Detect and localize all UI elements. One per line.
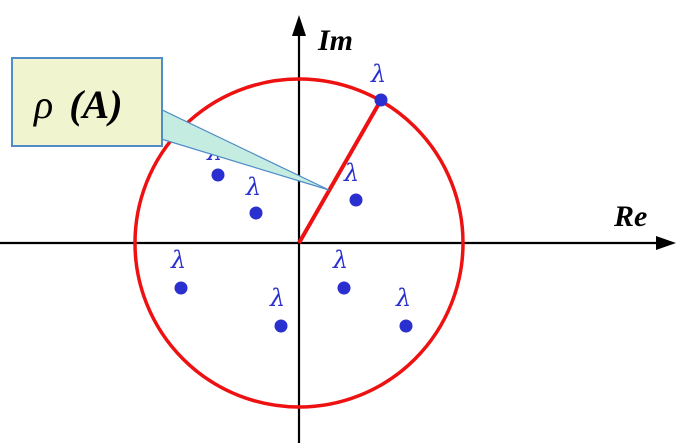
spectral-radius-callout: ρ (A) — [11, 57, 330, 191]
real-axis-label: Re — [613, 200, 647, 233]
callout-pointer — [157, 107, 330, 191]
eigenvalue-dot — [274, 319, 288, 333]
eigenvalue-label: λ — [269, 284, 285, 312]
real-axis-arrowhead — [656, 236, 676, 250]
rho-symbol: ρ — [32, 82, 53, 127]
eigenvalue-dot — [337, 281, 351, 295]
eigenvalue: λ — [332, 246, 351, 295]
eigenvalue-label: λ — [395, 284, 411, 312]
eigenvalue: λ — [343, 159, 363, 207]
eigenvalue-label: λ — [343, 159, 359, 187]
eigenvalue-label: λ — [370, 60, 386, 88]
eigenvalue: λ — [370, 60, 388, 107]
callout-box — [11, 57, 163, 147]
matrix-argument: (A) — [69, 82, 122, 127]
eigenvalue-label: λ — [332, 246, 348, 274]
eigenvalue-label: λ — [245, 173, 261, 201]
eigenvalue-dot — [374, 93, 388, 107]
eigenvalue-dot — [211, 168, 225, 182]
eigenvalue: λ — [245, 173, 263, 220]
eigenvalue-dot — [174, 281, 188, 295]
eigenvalue-dot — [349, 193, 363, 207]
eigenvalue-dot — [399, 319, 413, 333]
imag-axis-arrowhead — [292, 15, 306, 36]
spectral-radius-line — [297, 99, 383, 244]
eigenvalue: λ — [170, 246, 188, 295]
callout-label: ρ (A) — [32, 82, 123, 127]
spectral-radius-circle — [133, 77, 465, 409]
eigenvalue: λ — [395, 284, 413, 333]
eigenvalue-dot — [249, 206, 263, 220]
eigenvalue-points: λ λ λ λ λ λ λ λ — [170, 60, 413, 333]
imag-axis-label: Im — [317, 24, 353, 57]
eigenvalue: λ — [269, 284, 288, 333]
eigenvalue-label: λ — [170, 246, 186, 274]
